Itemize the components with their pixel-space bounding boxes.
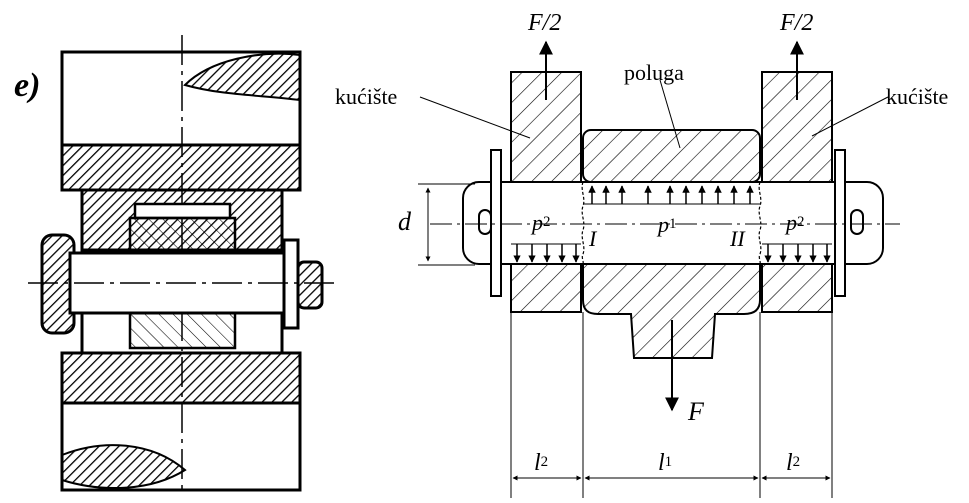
split-pin-left <box>478 209 492 235</box>
inner-lever-lower <box>128 311 237 350</box>
label-pressure-left: p2 <box>530 210 551 235</box>
right-figure: F/2 F/2 kućište kućište poluga d p2 p1 p… <box>335 10 948 498</box>
pin-collar-right <box>834 149 846 297</box>
leader-housing-left <box>419 96 531 139</box>
lower-arm-hatch <box>61 444 187 490</box>
leader-housing-right <box>811 96 889 137</box>
lever-upper-block <box>582 129 761 183</box>
figure-tag: e) <box>14 67 40 104</box>
leader-lever <box>659 79 681 149</box>
label-housing-left: kućište <box>335 84 397 109</box>
section-line-II <box>758 181 762 265</box>
label-diameter: d <box>398 207 412 236</box>
housing-right-plate-lower <box>761 263 833 313</box>
label-section-II: II <box>729 226 746 251</box>
label-length-left: l2 <box>534 450 548 476</box>
pressure-arrows-p2-left <box>511 243 581 263</box>
upper-fork-block <box>60 143 302 192</box>
pin-washer-right <box>282 238 300 330</box>
section-line-I <box>581 181 585 265</box>
pressure-arrows-p2-right <box>762 243 832 263</box>
label-pressure-mid: p1 <box>656 212 677 237</box>
pressure-arrows-p1 <box>583 185 760 205</box>
label-force-bottom: F <box>687 397 705 426</box>
label-housing-right: kućište <box>886 84 948 109</box>
label-length-mid: l1 <box>658 450 672 476</box>
label-force-top-left: F/2 <box>527 10 561 36</box>
label-lever: poluga <box>624 60 684 85</box>
upper-arm-hatch <box>183 52 301 102</box>
label-length-right: l2 <box>786 450 800 476</box>
pin-nut-right <box>296 260 324 310</box>
split-pin-right <box>850 209 864 235</box>
lever-lower-block <box>582 263 761 359</box>
label-pressure-right: p2 <box>784 210 805 235</box>
label-section-I: I <box>588 226 598 251</box>
left-figure: e) <box>14 35 340 492</box>
pin-slot-top <box>133 202 232 220</box>
pin-collar-left <box>490 149 502 297</box>
label-force-top-right: F/2 <box>779 10 813 36</box>
housing-left-plate-lower <box>510 263 582 313</box>
lower-fork-block <box>60 351 302 405</box>
inner-lever-upper <box>128 216 237 255</box>
